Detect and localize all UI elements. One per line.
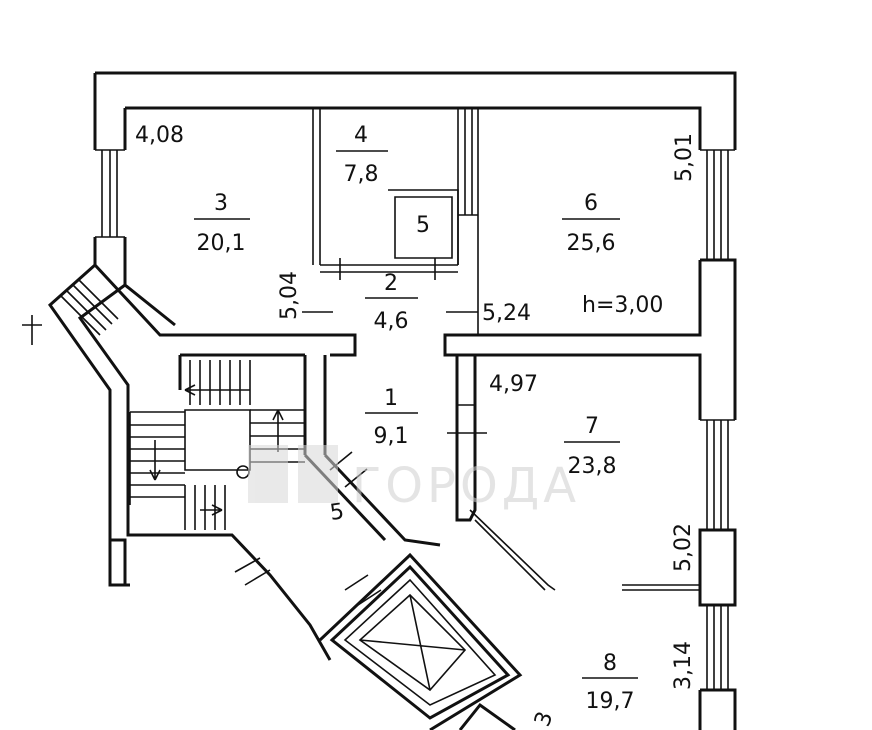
room-labels: 1 9,1 2 4,6 3 20,1 4 7,8 5 6 25,6 7: [194, 123, 638, 714]
room-2-label: 2 4,6: [365, 271, 418, 334]
room-6-label: 6 25,6: [562, 191, 620, 256]
watermark: ГОРОДА: [248, 445, 580, 514]
room-1-label: 1 9,1: [365, 386, 418, 449]
room-5-label: 5: [416, 213, 430, 238]
dim-room6-height: 5,01: [672, 133, 697, 182]
dim-room3-width: 4,08: [135, 123, 184, 148]
room-8-label: 8 19,7: [582, 651, 638, 714]
room-6-area: 25,6: [567, 231, 616, 256]
room-1-number: 1: [384, 386, 398, 411]
room-8-area: 19,7: [586, 689, 635, 714]
room-1-area: 9,1: [374, 424, 409, 449]
partitions: [302, 108, 700, 591]
room-7-area: 23,8: [568, 454, 617, 479]
stair-hall: [48, 263, 523, 730]
room-2-area: 4,6: [374, 309, 409, 334]
left-marker: [22, 315, 42, 345]
room-2-number: 2: [384, 271, 398, 296]
room-8-number: 8: [603, 651, 617, 676]
dim-room7-width: 4,97: [489, 372, 538, 397]
dim-room8-side: 3,14: [671, 641, 696, 690]
dim-stair-corridor: 5: [328, 499, 345, 526]
ceiling-height: h=3,00: [582, 293, 663, 318]
room-5-number: 5: [416, 213, 430, 238]
dimension-labels: 4,08 5,01 5,04 5,24 h=3,00 4,97 5,02 3,1…: [135, 123, 697, 730]
room-7-number: 7: [585, 414, 599, 439]
room-3-area: 20,1: [197, 231, 246, 256]
outer-walls: [93, 71, 737, 730]
dim-room7-side: 5,02: [671, 523, 696, 572]
dim-room3-side: 5,04: [277, 271, 302, 320]
dim-bottom-partial: 3: [530, 708, 558, 730]
room-7-label: 7 23,8: [564, 414, 620, 479]
room-4-area: 7,8: [344, 162, 379, 187]
room-3-number: 3: [214, 191, 228, 216]
room-4-number: 4: [354, 123, 368, 148]
dim-room2-side: 5,24: [482, 301, 531, 326]
room-3-label: 3 20,1: [194, 191, 250, 256]
room-4-label: 4 7,8: [336, 123, 388, 187]
watermark-text: ГОРОДА: [352, 458, 580, 514]
room-6-number: 6: [584, 191, 598, 216]
